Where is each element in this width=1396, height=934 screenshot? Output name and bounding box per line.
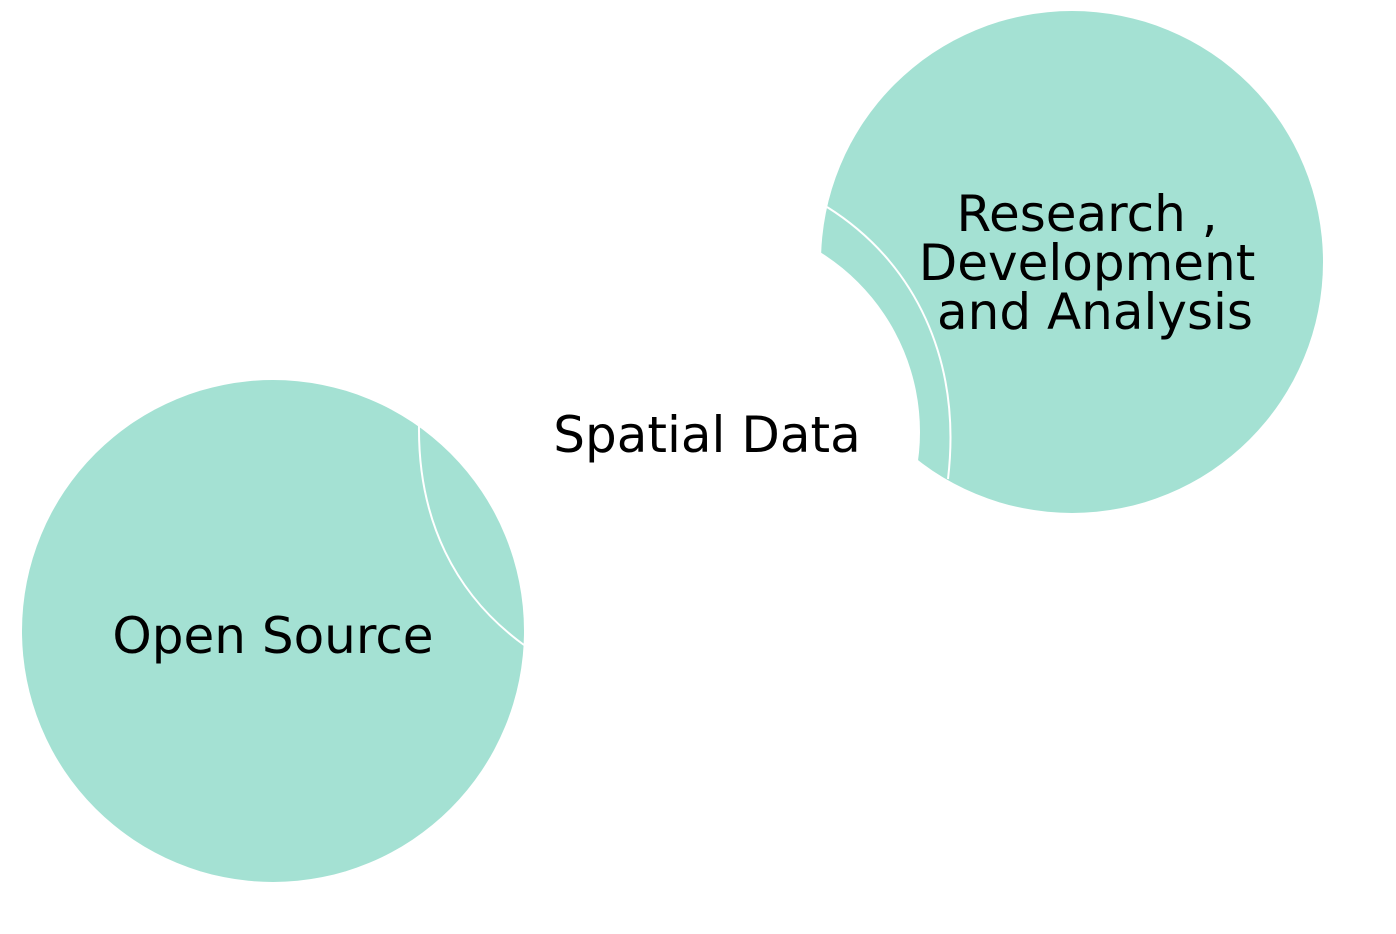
bubble-research-divider	[826, 206, 952, 480]
bubble-open-source-shape	[22, 380, 524, 882]
bubble-open-source-divider	[417, 425, 525, 646]
bubble-research-label: Research , Development and Analysis	[919, 185, 1272, 341]
bubble-research: Research , Development and Analysis	[821, 11, 1323, 513]
bubble-open-source-label: Open Source	[112, 607, 433, 665]
center-label: Spatial Data	[553, 406, 860, 464]
bubble-open-source: Open Source	[22, 380, 525, 882]
